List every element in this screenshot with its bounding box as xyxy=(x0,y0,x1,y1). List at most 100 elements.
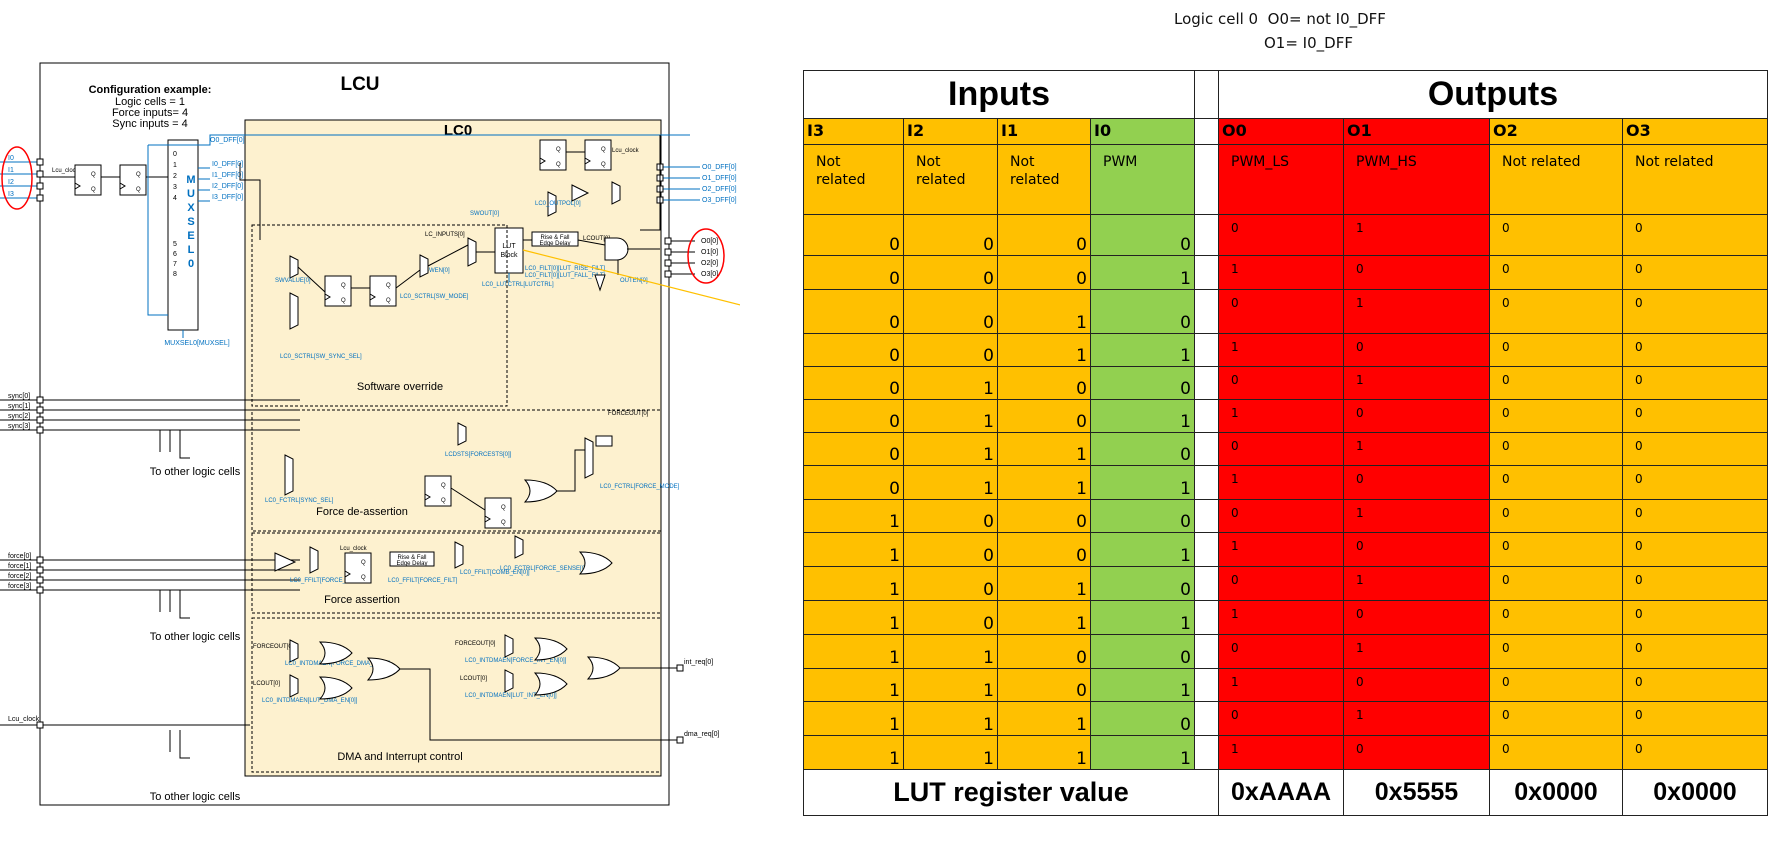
output-value: 0 xyxy=(1489,289,1623,334)
int-pin xyxy=(676,664,684,672)
dff-label: I0_DFF[0] xyxy=(212,161,243,168)
input-value: 0 xyxy=(903,214,998,256)
input-value: 0 xyxy=(997,255,1091,290)
force-edge-text: Edge Delay xyxy=(396,561,427,567)
section-software-label: Software override xyxy=(357,381,443,393)
force-edge-text: Rise & Fall xyxy=(397,555,426,561)
separator-cell xyxy=(1194,118,1219,145)
input-value: 1 xyxy=(903,735,998,770)
force-sync-label: LC0_FCTRL[SYNC_SEL] xyxy=(265,498,334,504)
output-value: 1 xyxy=(1343,499,1490,533)
ff-clock xyxy=(369,293,376,301)
ff-q: Q xyxy=(501,505,506,511)
section-dma-label: DMA and Interrupt control xyxy=(337,751,462,763)
input-value: 0 xyxy=(803,255,904,290)
sw-mode-label: LC0_SCTRL[SW_MODE] xyxy=(400,294,469,300)
input-value: 1 xyxy=(1090,735,1195,770)
separator-cell xyxy=(1194,333,1219,367)
dma-or-1 xyxy=(318,641,353,665)
edge-delay-text: Edge Delay xyxy=(539,241,570,247)
to-other-cells-2: To other logic cells xyxy=(150,631,241,643)
section-force-deassert-label: Force de-assertion xyxy=(316,506,408,518)
output-value: 0 xyxy=(1489,600,1623,635)
input-value: 1 xyxy=(903,668,998,702)
output-value: 1 xyxy=(1218,255,1344,290)
config-line: Logic cells = 1 xyxy=(115,96,185,108)
output-value: 0 xyxy=(1489,432,1623,466)
input-value: 1 xyxy=(997,701,1091,736)
output-value: 0 xyxy=(1218,214,1344,256)
force-label: force[3] xyxy=(8,583,31,590)
input-value: 1 xyxy=(903,366,998,400)
output-value: 1 xyxy=(1343,634,1490,669)
int-or-2 xyxy=(533,672,568,696)
separator-cell xyxy=(1194,600,1219,635)
output-value: 0 xyxy=(1343,532,1490,567)
output-value: 1 xyxy=(1218,532,1344,567)
input-value: 0 xyxy=(803,465,904,500)
input-value: 0 xyxy=(1090,289,1195,334)
input-value: 0 xyxy=(1090,366,1195,400)
force-assert-section xyxy=(251,532,662,614)
ff-clock xyxy=(584,157,591,165)
output-value: 0 xyxy=(1622,499,1768,533)
input-pin xyxy=(36,194,44,202)
lc0-title: LC0 xyxy=(444,122,472,139)
to-other-cells-1: To other logic cells xyxy=(150,466,241,478)
ff-q: Q xyxy=(341,283,346,289)
input-value: 0 xyxy=(1090,432,1195,466)
filt-fall-label: LC0_FILT[0][LUT_FALL_FILT] xyxy=(525,273,605,279)
outen-label: OUTEN[0] xyxy=(620,278,648,284)
output-value: 1 xyxy=(1218,399,1344,433)
lut-block-text: LUT xyxy=(502,243,516,250)
output-value: 0 xyxy=(1489,634,1623,669)
input-sync-ff-1 xyxy=(74,164,102,196)
output-header-o3: O3 xyxy=(1622,118,1768,145)
force-deassert-or xyxy=(523,479,558,503)
mux-out-wire xyxy=(239,163,261,240)
input-value: 1 xyxy=(903,399,998,433)
output-value: 1 xyxy=(1343,289,1490,334)
output-and-gate xyxy=(604,237,629,261)
inverter xyxy=(571,184,590,202)
input-value: 1 xyxy=(997,735,1091,770)
separator-cell xyxy=(1194,255,1219,290)
outpol-label: LC0_OUTPOL[0] xyxy=(535,201,581,207)
output-value: 0 xyxy=(1489,566,1623,601)
force-filt-ff xyxy=(344,552,372,584)
input-value: 0 xyxy=(997,214,1091,256)
note-line-1: Logic cell 0 O0= not I0_DFF xyxy=(1174,10,1386,28)
edge-delay-text: Rise & Fall xyxy=(540,235,569,241)
output-value: 0 xyxy=(1489,399,1623,433)
lutctrl-label: LC0_LUTCTRL[LUTCTRL] xyxy=(482,282,554,288)
clock-pin xyxy=(36,721,44,729)
output-ff-1 xyxy=(539,139,567,171)
input-desc: Not related xyxy=(803,144,904,215)
output-value: 0 xyxy=(1622,735,1768,770)
force-label: force[2] xyxy=(8,573,31,580)
input-value: 0 xyxy=(803,214,904,256)
lut-arrow-line xyxy=(522,249,740,306)
input-header-i3: I3 xyxy=(803,118,904,145)
output-header-o1: O1 xyxy=(1343,118,1490,145)
ff-q: Q xyxy=(441,483,446,489)
input-value: 0 xyxy=(997,366,1091,400)
out-dff-label: O3_DFF[0] xyxy=(702,197,737,204)
output-value: 0 xyxy=(1489,465,1623,500)
sw-sync-label: LC0_SCTRL[SW_SYNC_SEL] xyxy=(280,354,362,360)
muxsel-letter: 0 xyxy=(188,258,194,270)
output-value: 0 xyxy=(1343,600,1490,635)
lcout-int-label: LCOUT[0] xyxy=(460,676,487,682)
input-value: 0 xyxy=(1090,499,1195,533)
wire xyxy=(427,244,469,267)
output-label: O1[0] xyxy=(701,249,718,256)
force-pol-buffer xyxy=(274,552,297,572)
force-sense-label: LC0_FCTRL[FORCE_SENSE[0]] xyxy=(500,566,589,572)
input-desc: Not related xyxy=(997,144,1091,215)
